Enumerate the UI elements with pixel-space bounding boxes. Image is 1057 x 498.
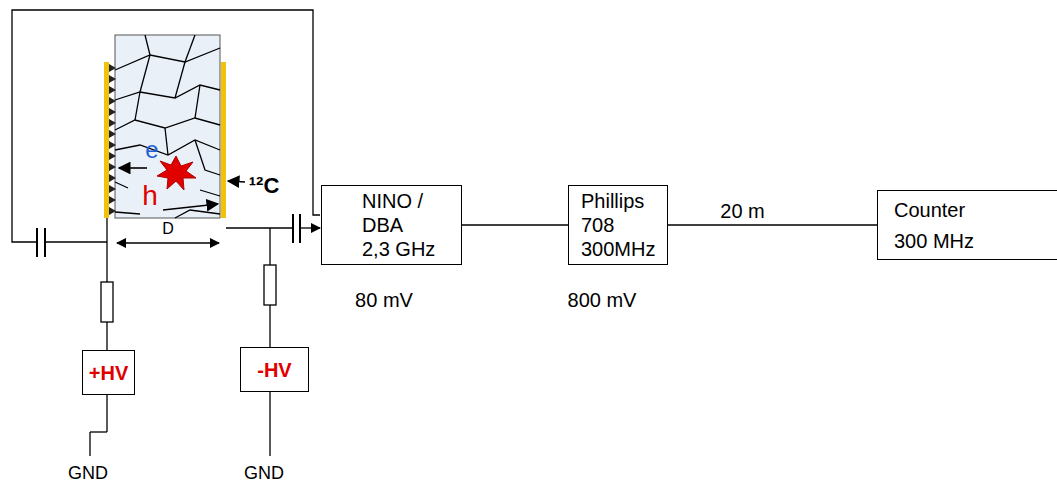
grain-line [115, 48, 220, 70]
right-electrode [221, 62, 226, 218]
grain-line [115, 85, 220, 100]
node-text: +HV [87, 361, 130, 385]
resistor-symbol [101, 282, 113, 322]
electron-drift-arrow [119, 167, 147, 169]
thickness-dimension [117, 242, 219, 243]
wire [106, 218, 107, 282]
electrode-tooth [109, 108, 116, 116]
grain-line [195, 140, 220, 175]
node-text: Counter [894, 198, 1057, 222]
ground-wire [269, 392, 270, 456]
grain-line [140, 55, 150, 92]
capacitor-plate [299, 214, 301, 243]
wire [106, 395, 107, 432]
hv-supply-box: -HV [240, 347, 309, 392]
signal-cable [462, 224, 568, 225]
electrode-tooth [109, 97, 116, 105]
node-text: 2,3 GHz [362, 237, 442, 261]
grain-line [175, 62, 185, 98]
electrode-tooth [109, 130, 116, 138]
ionisation-burst [157, 156, 196, 190]
grain-line [165, 128, 168, 155]
signal-wire [301, 227, 320, 228]
electrode-tooth [109, 152, 116, 160]
node-text: NINO / DBA [362, 189, 442, 237]
electrode-tooth [109, 64, 116, 72]
electrode-tooth [109, 141, 116, 149]
left-electrode [104, 62, 109, 218]
wire [12, 10, 320, 242]
node-text: 300MHz [581, 237, 661, 261]
cable-length: 20 m [718, 200, 766, 222]
amplifier-box: NINO / DBA2,3 GHz [321, 185, 462, 265]
electrode-tooth [109, 207, 116, 215]
electron-label: e [145, 137, 158, 163]
electrode-tooth [109, 174, 116, 182]
wire [106, 322, 107, 350]
resistor-symbol [264, 265, 276, 305]
hv-supply-box: +HV [82, 350, 135, 395]
wire [90, 431, 107, 432]
ground-label: GND [244, 464, 284, 484]
wire [46, 241, 107, 242]
electrode-tooth [109, 86, 116, 94]
node-text: -HV [245, 358, 304, 382]
wire [269, 228, 270, 265]
ion-label: ¹²C [249, 174, 280, 198]
signal-amplitude: 800 mV [568, 289, 637, 311]
grain-line [145, 35, 150, 55]
signal-amplitude: 80 mV [355, 289, 413, 311]
capacitor-plate [44, 228, 46, 257]
counter-box: Counter 300 MHz [877, 190, 1057, 260]
electrode-tooth [109, 163, 116, 171]
grain-line [115, 118, 220, 130]
ground-label: GND [68, 464, 108, 484]
signal-cable [668, 224, 877, 225]
grain-line [135, 85, 200, 120]
electrode-tooth [109, 75, 116, 83]
thickness-label: D [162, 220, 174, 238]
ion-arrow [228, 181, 245, 182]
capacitor-plate [292, 214, 294, 243]
wire [226, 227, 292, 228]
electrode-tooth [109, 119, 116, 127]
grain-boundaries [115, 35, 220, 218]
capacitor-plate [36, 228, 38, 257]
hole-drift-arrow [163, 204, 218, 210]
grain-line [115, 210, 220, 218]
hole-label: h [142, 181, 158, 212]
node-text: 300 MHz [894, 229, 1057, 253]
node-text: Phillips 708 [581, 189, 661, 237]
discriminator-box: Phillips 708300MHz [568, 185, 668, 265]
electrode-roughness [109, 64, 116, 215]
grain-line [185, 35, 195, 62]
ground-wire [89, 432, 90, 456]
wire [269, 305, 270, 347]
electrode-tooth [109, 196, 116, 204]
diamond-detector [115, 35, 220, 218]
electrode-tooth [109, 185, 116, 193]
